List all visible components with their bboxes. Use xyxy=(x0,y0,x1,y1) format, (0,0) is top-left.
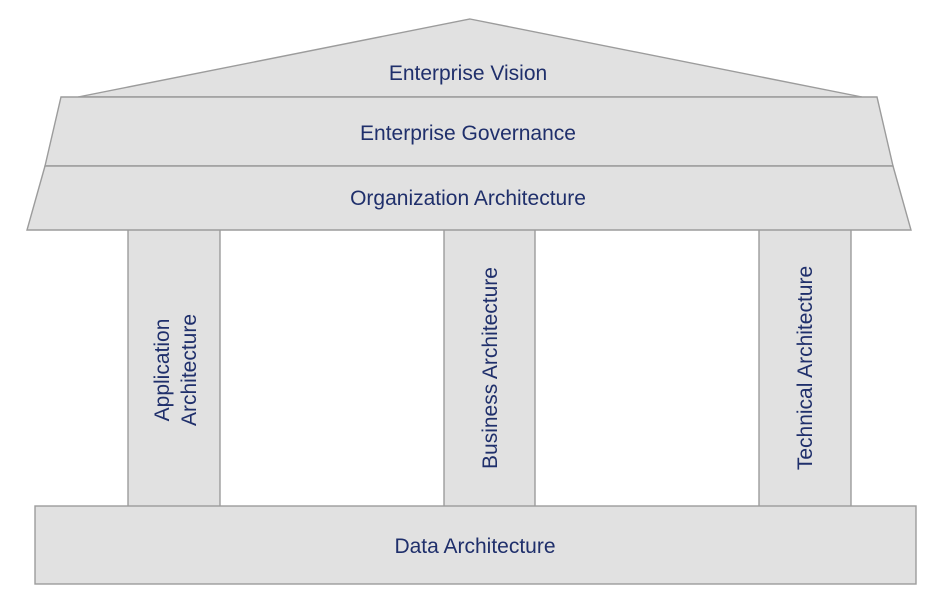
application-architecture-label-line1: Application xyxy=(151,319,174,422)
enterprise-governance-label: Enterprise Governance xyxy=(360,122,576,145)
technical-architecture-pillar xyxy=(758,227,852,509)
enterprise-vision-roof xyxy=(77,18,863,98)
enterprise-vision-label: Enterprise Vision xyxy=(389,62,547,85)
business-architecture-label: Business Architecture xyxy=(479,267,502,469)
organization-architecture-band xyxy=(26,165,912,231)
application-architecture-label-line2: Architecture xyxy=(178,314,201,426)
business-architecture-pillar xyxy=(443,227,536,509)
data-architecture-label: Data Architecture xyxy=(394,535,555,558)
data-architecture-foundation xyxy=(34,505,917,585)
application-architecture-pillar xyxy=(127,227,221,509)
organization-architecture-label: Organization Architecture xyxy=(350,187,586,210)
technical-architecture-label: Technical Architecture xyxy=(794,266,817,470)
